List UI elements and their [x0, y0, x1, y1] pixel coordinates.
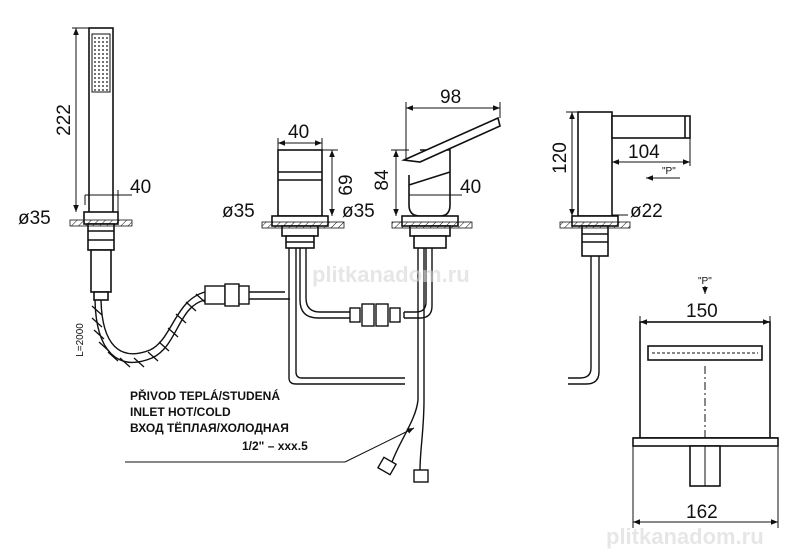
dim-40-diverter: 40	[288, 122, 309, 143]
watermark-corner: plitkanadom.ru	[606, 524, 764, 549]
dim-d35-mixer: ø35	[342, 201, 375, 222]
flex-inlet-hoses	[376, 399, 429, 483]
hose-length-label: L=2000	[75, 323, 86, 357]
mixer	[401, 116, 501, 249]
spout	[571, 111, 691, 257]
dim-222: 222	[54, 104, 75, 136]
inlet-note: PŘIVOD TEPLÁ/STUDENÁ INLET HOT/COLD ВХОД…	[125, 388, 415, 463]
inlet-thread: 1/2" – xxx.5	[242, 439, 308, 453]
flow-marker-side: "P"	[662, 166, 676, 177]
dim-d35-diverter: ø35	[222, 201, 255, 222]
dim-120: 120	[550, 142, 571, 174]
dim-69: 69	[336, 174, 357, 195]
supply-pipes	[288, 248, 433, 400]
inlet-line-cz: PŘIVOD TEPLÁ/STUDENÁ	[130, 388, 280, 403]
dim-front	[632, 286, 779, 528]
dim-84: 84	[372, 169, 393, 191]
dim-d35-left: ø35	[18, 208, 51, 229]
dim-d22: ø22	[630, 201, 663, 222]
diverter	[271, 149, 329, 249]
deck-hatch-2	[261, 221, 345, 229]
coupling	[349, 303, 401, 327]
dim-mixer	[391, 102, 501, 216]
dim-handshower	[72, 27, 132, 212]
deck-hatch-1	[69, 219, 133, 227]
hand-shower	[83, 27, 119, 301]
dim-40-mixer: 40	[460, 177, 481, 198]
dim-150: 150	[686, 301, 718, 322]
inlet-line-ru: ВХОД ТЁПЛАЯ/ХОЛОДНАЯ	[130, 420, 289, 435]
watermark-center: plitkanadom.ru	[312, 262, 470, 287]
dim-40-left: 40	[130, 177, 151, 198]
dim-diverter	[277, 138, 338, 216]
deck-hatch-4	[559, 221, 631, 229]
shower-nozzle-grid	[94, 37, 108, 91]
shower-hose	[91, 283, 290, 368]
flow-marker-front: "P"	[698, 276, 712, 287]
deck-hatch-3	[391, 221, 473, 229]
dim-spout	[566, 111, 691, 216]
spout-pipe	[568, 256, 600, 385]
dim-104: 104	[628, 142, 660, 163]
dim-98: 98	[440, 87, 461, 108]
dim-162: 162	[686, 502, 718, 523]
spout-front-view	[632, 321, 779, 487]
inlet-line-en: INLET HOT/COLD	[130, 405, 231, 419]
